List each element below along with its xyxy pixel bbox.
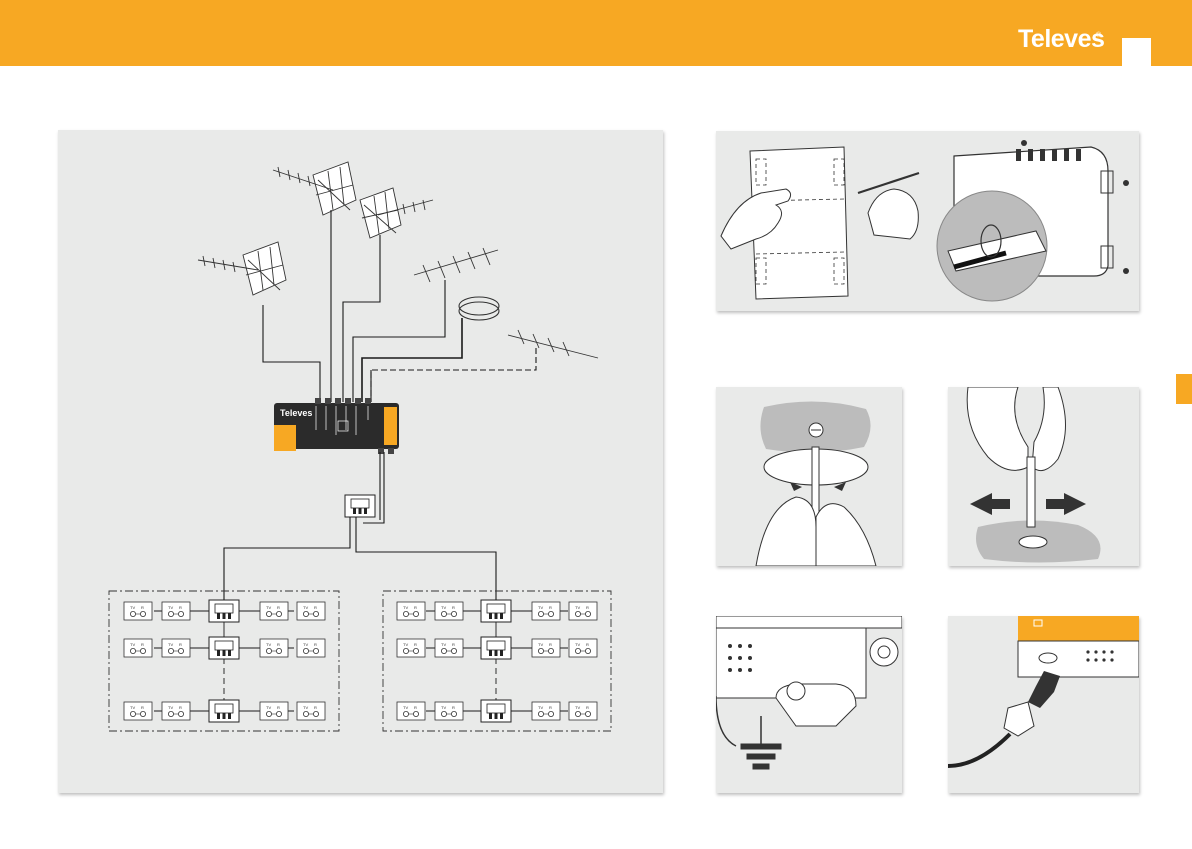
- brand-registered-mark: ®: [1096, 32, 1101, 39]
- power-plug-icon: [948, 671, 1060, 766]
- outlet-rows-right: [397, 600, 597, 722]
- header-bar: Televes ®: [0, 0, 1192, 66]
- main-splitter: [345, 495, 375, 517]
- device-brand-label: Televes: [280, 408, 312, 418]
- arrow-right-icon: [1046, 493, 1086, 515]
- step-power-panel: [948, 616, 1139, 793]
- step-clip-panel: [948, 387, 1139, 566]
- arrow-left-icon: [970, 493, 1010, 515]
- step-mounting-panel: [716, 131, 1139, 311]
- installation-diagram-panel: TV R: [58, 130, 663, 793]
- antenna-uhf-top: [273, 162, 356, 215]
- antenna-uhf-right: [360, 188, 433, 238]
- brand-logo: Televes: [1018, 27, 1104, 51]
- screwdriver-mount-icon: [937, 140, 1129, 301]
- antenna-uhf-left: [198, 242, 286, 295]
- ground-icon: [741, 716, 781, 769]
- mounting-illustration: [716, 131, 1139, 311]
- ground-illustration: [716, 616, 902, 793]
- installation-diagram: TV R: [58, 130, 663, 793]
- step-rotate-panel: [716, 387, 902, 566]
- rotate-illustration: [716, 387, 902, 566]
- outlet-rows-left: [124, 600, 325, 722]
- clip-illustration: [948, 387, 1139, 566]
- hand-pencil-template-icon: [721, 147, 919, 299]
- side-section-tab: [1176, 374, 1192, 404]
- amplifier-device: Televes: [274, 398, 399, 454]
- page-tab: [1122, 38, 1151, 66]
- antenna-dab: [508, 330, 598, 358]
- antenna-fm-ring: [459, 297, 499, 320]
- step-ground-panel: [716, 616, 902, 793]
- antenna-vhf: [414, 248, 498, 282]
- power-illustration: [948, 616, 1139, 793]
